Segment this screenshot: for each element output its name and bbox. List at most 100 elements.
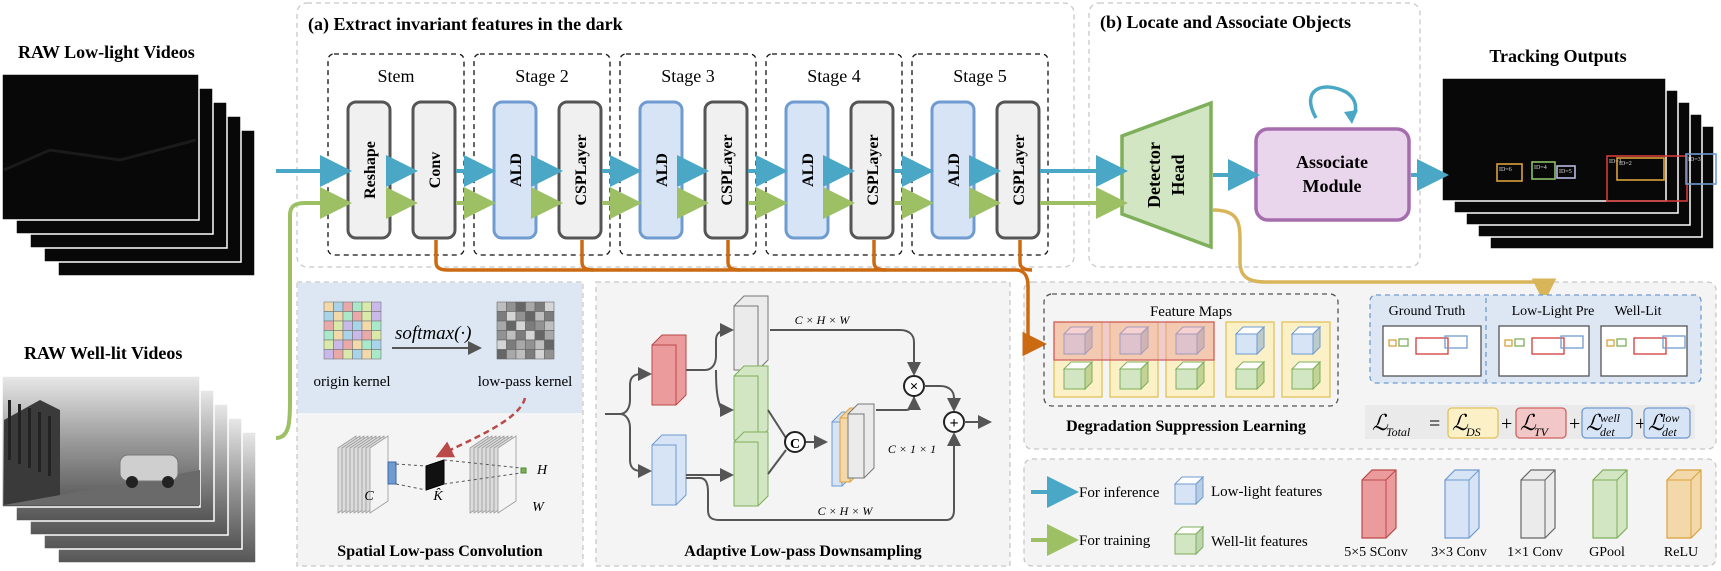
legend-layer-label: 1×1 Conv [1507, 545, 1563, 560]
lowlight-cube [1063, 333, 1086, 355]
legend-layer-label: 3×3 Conv [1431, 545, 1487, 560]
det-panel-title: Well-Lit [1614, 304, 1661, 319]
loss-term-box [1515, 407, 1567, 439]
slpc-w-label: W [532, 500, 545, 515]
lowpass-kernel-cell [515, 320, 526, 331]
loss-term-box [1581, 407, 1633, 439]
lowpass-kernel-cell [544, 339, 555, 350]
lowpass-kernel-cell [496, 339, 507, 350]
lowpass-kernel-cell [506, 330, 517, 341]
lowlight-faint-scene [3, 138, 197, 172]
origin-kernel-cell [352, 339, 363, 350]
origin-kernel-cell [342, 349, 353, 360]
section-b-title: (b) Locate and Associate Objects [1100, 12, 1351, 33]
det-box [1662, 335, 1686, 349]
ald-gpool2-to-concat [767, 449, 787, 475]
pole [48, 416, 51, 476]
slpc-feature-volumes [337, 435, 527, 514]
origin-kernel-cell [333, 311, 344, 322]
lowpass-kernel-cell [534, 311, 545, 322]
ald-to-gpool-top [715, 369, 734, 417]
loss-term: ℒ [1648, 410, 1665, 435]
welllit-cube [1175, 368, 1198, 390]
lowlight-cube [1235, 333, 1258, 355]
tracking-box [1616, 157, 1665, 181]
feature-maps-cells [1053, 321, 1331, 398]
loss-term: ℒ [1520, 410, 1537, 435]
det-panel-title: Ground Truth [1389, 304, 1466, 319]
associate-module [1254, 127, 1411, 222]
loss-plus: + [1501, 413, 1512, 435]
lowpass-kernel-cell [544, 311, 555, 322]
loss-term-sub: TV [1534, 425, 1550, 439]
lowpass-kernel-cell [525, 349, 536, 360]
slpc-c-label: C [364, 489, 374, 504]
welllit-cube [1063, 368, 1086, 390]
kernel-guide [395, 463, 427, 467]
legend-layer-block-icon [1592, 469, 1628, 539]
origin-kernel-cell [371, 349, 382, 360]
origin-kernel-cell [361, 330, 372, 341]
lowpass-kernel-label: low-pass kernel [478, 374, 573, 390]
block-label: CSPLayer [719, 134, 736, 205]
lowpass-kernel-cell [506, 349, 517, 360]
section-a-title: (a) Extract invariant features in the da… [308, 14, 623, 35]
origin-kernel-cell [323, 301, 334, 312]
lowpass-kernel-cell [496, 311, 507, 322]
kernel-guide [395, 483, 427, 491]
loss-term-sup: low [1662, 411, 1679, 425]
legend-lowlight-cube-icon [1174, 483, 1197, 505]
det-panel-frame [1382, 325, 1482, 377]
lowpass-kernel-cell [525, 311, 536, 322]
ald-1x1-block-face [733, 305, 759, 371]
legend-layer-label: 5×5 SConv [1344, 545, 1408, 560]
det-box [1444, 335, 1468, 349]
ald-sconv-block-face [651, 344, 677, 406]
stage-frame [473, 53, 611, 256]
stage-frame [327, 53, 465, 256]
block-label: Conv [427, 152, 444, 188]
ald-input-upper [605, 367, 652, 415]
stage-frame [911, 53, 1049, 256]
legend-layer-block-edge [1521, 469, 1556, 538]
origin-kernel-cell [333, 339, 344, 350]
lowlight-cube [1175, 333, 1198, 355]
lowpass-kernel-cell [515, 311, 526, 322]
lowlight-video-stack [1, 73, 256, 277]
legend-layer-block-edge [1445, 469, 1480, 538]
origin-kernel-cell [352, 311, 363, 322]
det-box [1415, 337, 1449, 355]
lowpass-kernel-cell [525, 301, 536, 312]
section-b-frame [1088, 2, 1421, 268]
lowpass-kernel-cell [515, 339, 526, 350]
block-label: ALD [508, 153, 525, 187]
legend-layer-label: ReLU [1664, 545, 1698, 560]
tree-shadow [4, 400, 60, 505]
feature-maps-label: Feature Maps [1150, 304, 1232, 320]
ald-gpool-block-2-face [733, 441, 759, 507]
orange-stage3-branch [726, 240, 741, 272]
pole [28, 408, 31, 468]
ald-to-1x1 [686, 323, 734, 371]
lowpass-kernel-grid [496, 301, 555, 360]
legend-layer-block-edge [1362, 469, 1397, 538]
legend-layer-block-icon [1361, 469, 1397, 539]
block-label: Reshape [362, 141, 379, 199]
origin-kernel-cell [342, 311, 353, 322]
origin-kernel-cell [361, 301, 372, 312]
stage-frame [765, 53, 903, 256]
origin-kernel-cell [352, 349, 363, 360]
origin-kernel-cell [371, 320, 382, 331]
det-box [1398, 338, 1409, 347]
origin-kernel-cell [352, 330, 363, 341]
ald-input-lower [619, 413, 652, 478]
det-panel-frame [1600, 325, 1688, 377]
origin-kernel-cell [361, 311, 372, 322]
output-frame [1441, 77, 1667, 202]
ald-gpool-block-1-face [733, 375, 759, 441]
tracking-box-label: ID=1 [1609, 159, 1622, 165]
welllit-cube [1119, 368, 1142, 390]
